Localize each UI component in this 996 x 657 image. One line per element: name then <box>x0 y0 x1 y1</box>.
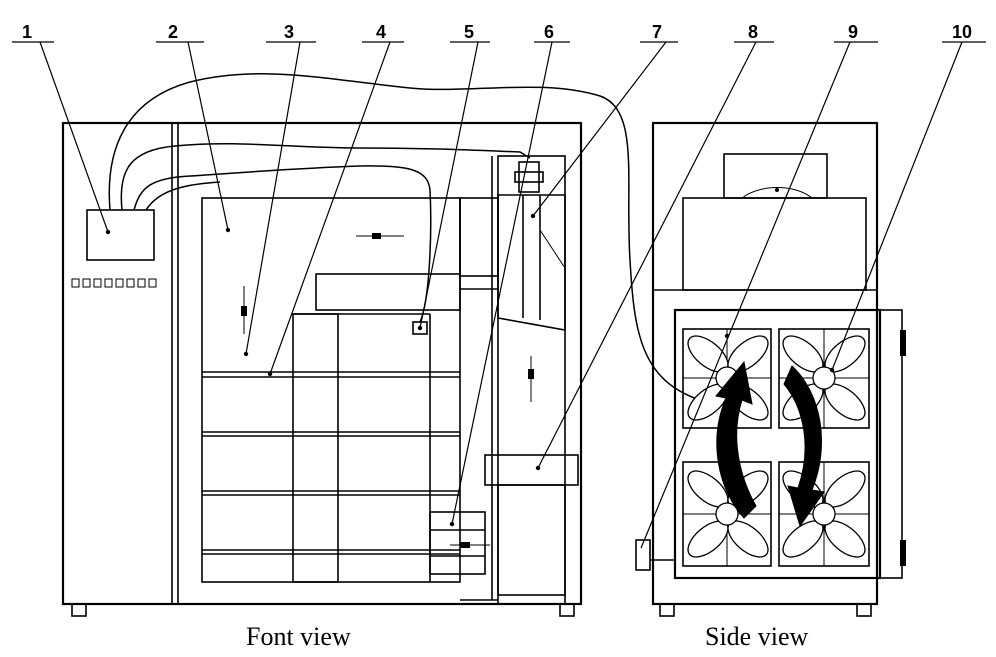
callout-10: 10 <box>952 22 972 42</box>
caption-side-view: Side view <box>705 622 808 651</box>
callout-1: 1 <box>22 22 32 42</box>
front-foot-right <box>559 603 575 617</box>
callout-3: 3 <box>284 22 294 42</box>
indicator-buttons <box>71 278 157 288</box>
side-chamber-top <box>682 197 867 291</box>
caption-front-view: Font view <box>246 622 351 651</box>
fan-bottom-right <box>778 461 870 567</box>
wire-1 <box>108 73 701 401</box>
sensor-probe-tower <box>528 356 534 402</box>
callout-5: 5 <box>464 22 474 42</box>
airflow-arrow-right-icon <box>783 365 825 528</box>
side-door <box>876 309 903 579</box>
wire-4 <box>145 181 221 211</box>
callout-8: 8 <box>748 22 758 42</box>
side-view <box>635 121 906 617</box>
callout-4: 4 <box>376 22 386 42</box>
airflow-arrow-left-icon <box>715 360 757 519</box>
callout-7: 7 <box>652 22 662 42</box>
callout-labels: 1 2 3 4 5 6 7 8 9 10 <box>22 22 972 42</box>
callout-9: 9 <box>848 22 858 42</box>
water-tank-lid <box>484 454 579 486</box>
front-cabinet-outline <box>61 121 583 606</box>
wire-2 <box>120 143 531 211</box>
connecting-pipe <box>429 511 486 575</box>
side-motor <box>723 153 828 199</box>
test-chamber <box>201 197 461 583</box>
front-view <box>61 73 701 617</box>
controller-box <box>86 209 155 261</box>
callout-leaders <box>12 41 986 549</box>
callout-6: 6 <box>544 22 554 42</box>
callout-2: 2 <box>168 22 178 42</box>
wire-3 <box>133 165 432 323</box>
sensor-probe-left <box>241 286 247 334</box>
front-foot-left <box>71 603 87 617</box>
sensor-probe-top <box>356 233 404 239</box>
water-tank <box>497 484 566 596</box>
fan-frame <box>673 308 882 580</box>
motor-unit <box>518 161 540 193</box>
air-duct-tower <box>497 155 566 605</box>
